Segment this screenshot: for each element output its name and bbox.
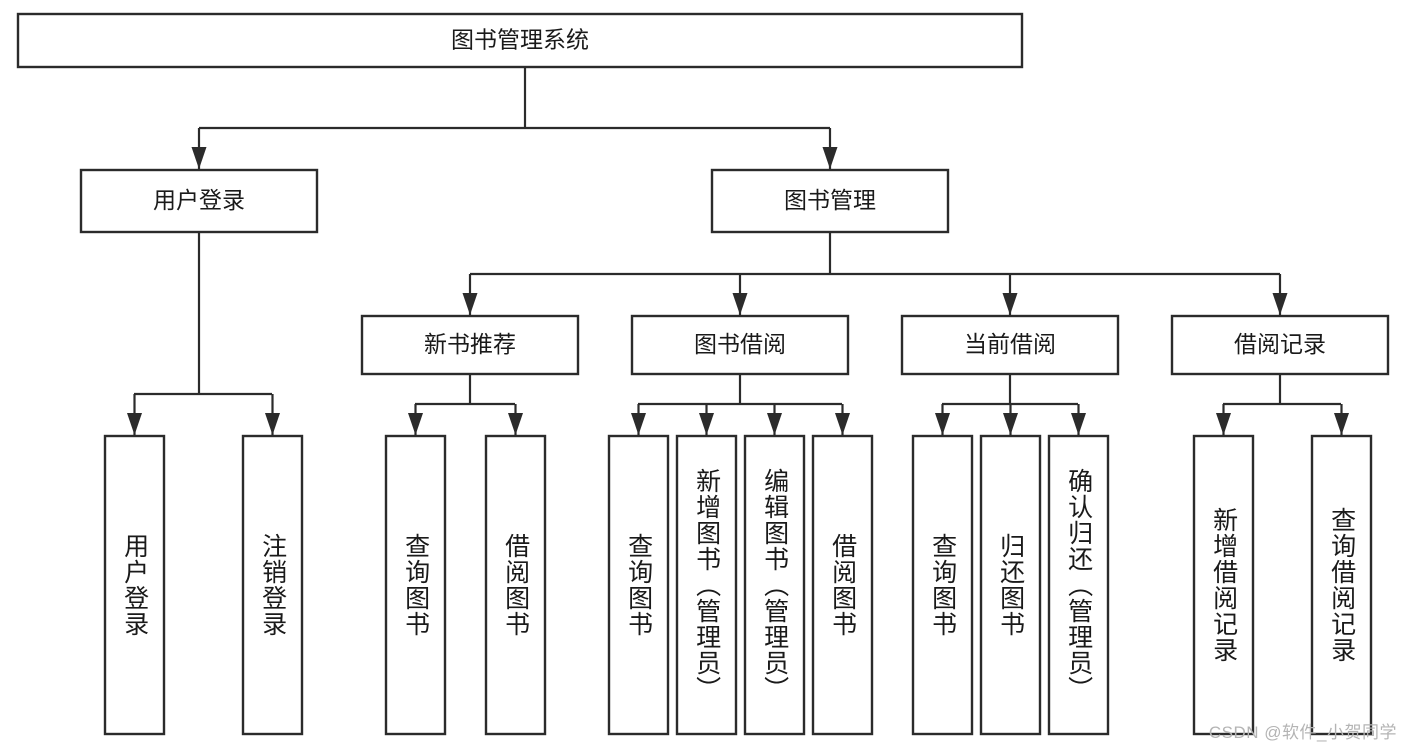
arrow-head-icon — [699, 413, 714, 435]
arrow-head-icon — [462, 293, 478, 315]
connectors-layer — [127, 67, 1349, 435]
node-box-current-borrow[interactable] — [900, 314, 1120, 376]
conn-userlogin-split — [127, 232, 280, 435]
arrow-head-icon — [127, 413, 142, 435]
arrow-head-icon — [822, 147, 838, 169]
arrow-head-icon — [1071, 413, 1086, 435]
conn-newbook-split — [408, 374, 523, 435]
node-box-borrow-record[interactable] — [1170, 314, 1390, 376]
node-box-leaf-query-book-borrow[interactable] — [607, 434, 670, 736]
node-label-book-borrow: 图书借阅 — [694, 331, 786, 357]
conn-currentborrow-split — [935, 374, 1086, 435]
node-box-leaf-query-book-cur[interactable] — [911, 434, 974, 736]
arrow-head-icon — [835, 413, 850, 435]
arrow-head-icon — [408, 413, 423, 435]
conn-bookborrow-split — [631, 374, 850, 435]
arrow-head-icon — [1003, 413, 1018, 435]
node-box-user-login[interactable] — [79, 168, 319, 234]
node-box-leaf-return-book[interactable] — [979, 434, 1042, 736]
node-box-leaf-user-logout[interactable] — [241, 434, 304, 736]
arrow-head-icon — [1216, 413, 1231, 435]
node-box-leaf-user-login[interactable] — [103, 434, 166, 736]
node-label-book-manage: 图书管理 — [784, 187, 876, 213]
arrow-head-icon — [508, 413, 523, 435]
arrow-head-icon — [935, 413, 950, 435]
node-box-leaf-query-book-rec[interactable] — [384, 434, 447, 736]
node-box-leaf-add-borrow-record[interactable] — [1192, 434, 1255, 736]
conn-bookmanage-split — [462, 232, 1288, 315]
node-box-leaf-add-book[interactable] — [675, 434, 738, 736]
conn-root-split — [191, 67, 838, 169]
arrow-head-icon — [1272, 293, 1288, 315]
node-box-new-book-recommend[interactable] — [360, 314, 580, 376]
arrow-head-icon — [1334, 413, 1349, 435]
node-label-new-book-recommend: 新书推荐 — [424, 331, 516, 357]
node-box-leaf-edit-book[interactable] — [743, 434, 806, 736]
conn-borrowrecord-split — [1216, 374, 1349, 435]
arrow-head-icon — [1002, 293, 1018, 315]
node-box-root[interactable] — [16, 12, 1024, 69]
node-box-leaf-borrow-book-rec[interactable] — [484, 434, 547, 736]
arrow-head-icon — [767, 413, 782, 435]
node-box-book-borrow[interactable] — [630, 314, 850, 376]
node-label-user-login: 用户登录 — [153, 187, 245, 213]
arrow-head-icon — [191, 147, 207, 169]
arrow-head-icon — [732, 293, 748, 315]
arrow-head-icon — [265, 413, 280, 435]
node-box-book-manage[interactable] — [710, 168, 950, 234]
boxes-layer — [16, 12, 1390, 736]
node-label-borrow-record: 借阅记录 — [1234, 331, 1326, 357]
node-box-leaf-query-borrow-record[interactable] — [1310, 434, 1373, 736]
node-box-leaf-confirm-return[interactable] — [1047, 434, 1110, 736]
csdn-watermark: CSDN @软件_小贺同学 — [1208, 723, 1397, 742]
node-label-root: 图书管理系统 — [451, 27, 589, 53]
node-box-leaf-borrow-book[interactable] — [811, 434, 874, 736]
node-label-current-borrow: 当前借阅 — [964, 331, 1056, 357]
arrow-head-icon — [631, 413, 646, 435]
